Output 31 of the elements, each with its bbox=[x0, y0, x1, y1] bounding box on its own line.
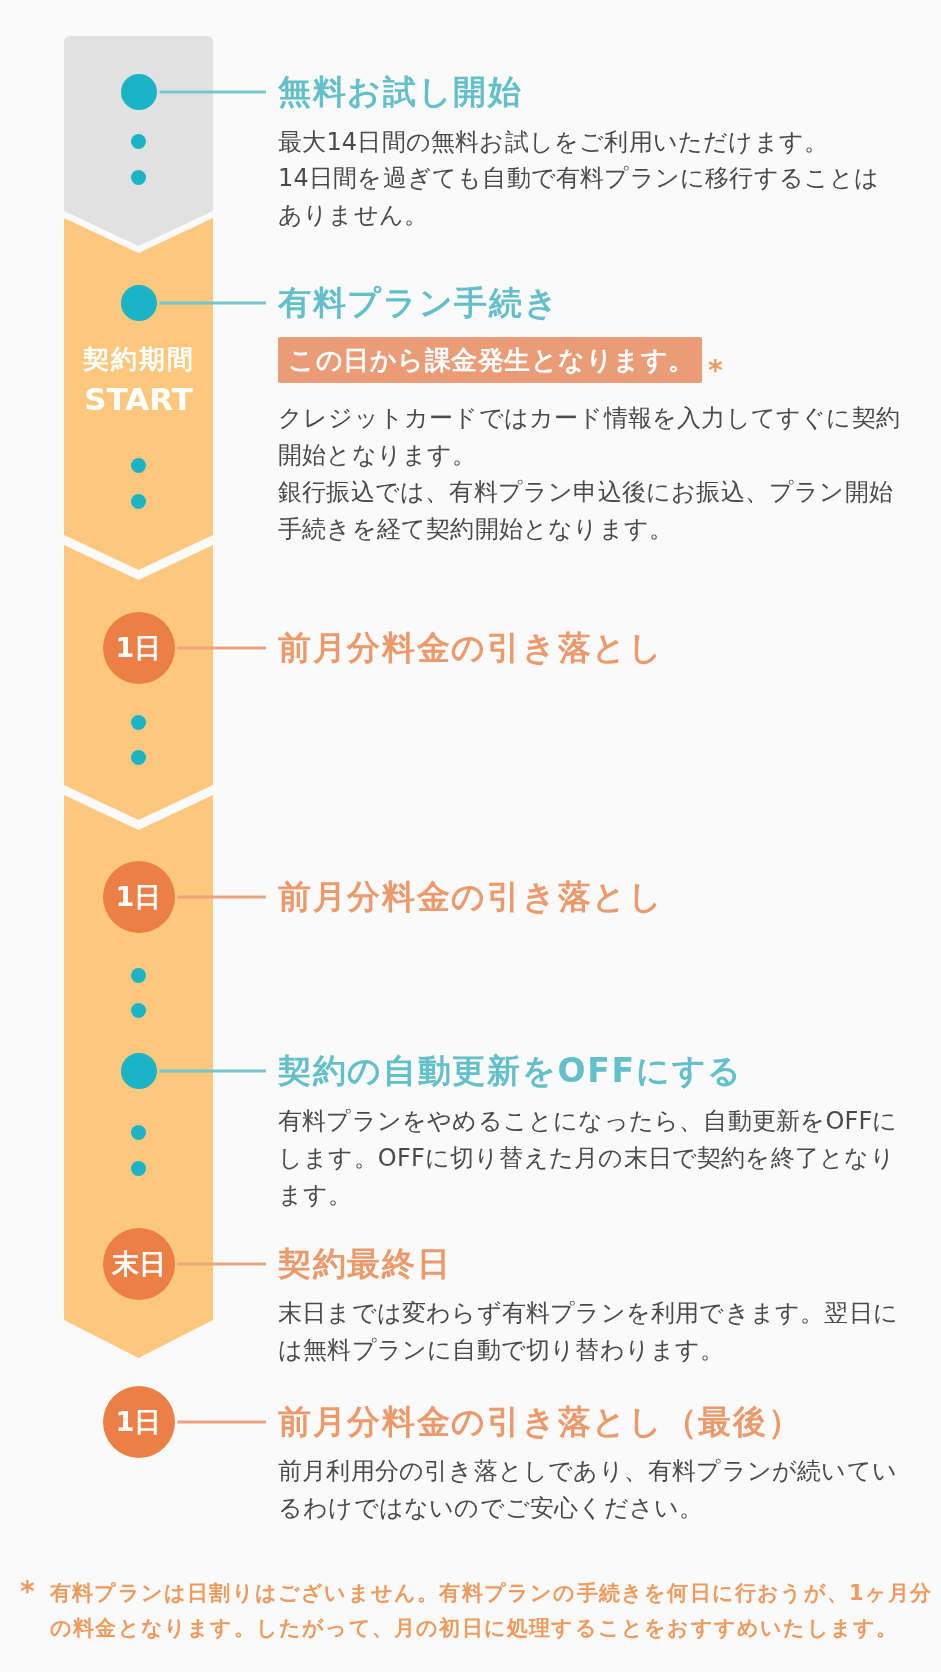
step-heading: 前月分料金の引き落とし bbox=[278, 875, 664, 919]
description-text: 14日間を過ぎても自動で有料プランに移行することはありません。 bbox=[278, 163, 881, 231]
footnote-mark: * bbox=[708, 356, 723, 386]
step-heading: 契約の自動更新をOFFにする bbox=[278, 1049, 743, 1093]
band-label: START bbox=[84, 381, 193, 419]
day-marker: 1日 bbox=[102, 1386, 175, 1458]
notice-banner: この日から課金発生となります。 bbox=[278, 337, 702, 383]
leader-line bbox=[177, 1420, 266, 1424]
leader-line bbox=[177, 895, 266, 899]
step-heading: 前月分料金の引き落とし bbox=[278, 626, 664, 670]
timeline-band bbox=[64, 218, 213, 570]
leader-line bbox=[177, 646, 266, 650]
footnote-text: 有料プランは日割りはございません。有料プランの手続きを何日に行おうが、1ヶ月分の料金となります。したがって、月の初日に処理することをおすすめいたします。 bbox=[50, 1580, 934, 1642]
step-heading: 前月分料金の引き落とし（最後） bbox=[278, 1400, 803, 1444]
timeline-band bbox=[64, 36, 213, 246]
leader-line bbox=[177, 1262, 266, 1266]
step-heading: 契約最終日 bbox=[278, 1242, 452, 1286]
leader-line bbox=[159, 90, 266, 94]
description-text: 末日までは変わらず有料プランを利用できます。翌日には無料プランに自動で切り替わります。 bbox=[278, 1298, 899, 1366]
band-label: 契約期間 bbox=[82, 344, 195, 376]
leader-line bbox=[159, 1069, 266, 1073]
timeline-band bbox=[64, 545, 213, 820]
description-text: 有料プランをやめることになったら、自動更新をOFFにします。OFFに切り替えた月の末日で契約を終了となります。 bbox=[278, 1106, 899, 1211]
description-text: 銀行振込では、有料プラン申込後にお振込、プラン開始手続きを経て契約開始となります。 bbox=[278, 477, 894, 545]
description-text: クレジットカードではカード情報を入力してすぐに契約開始となります。 bbox=[278, 403, 900, 471]
step-heading: 無料お試し開始 bbox=[278, 70, 523, 114]
footnote-mark: * bbox=[20, 1574, 35, 1609]
leader-line bbox=[159, 301, 266, 305]
step-heading: 有料プラン手続き bbox=[278, 281, 560, 325]
description-text: 前月利用分の引き落としであり、有料プランが続いているわけではないのでご安心ください。 bbox=[278, 1456, 898, 1524]
description-text: 最大14日間の無料お試しをご利用いただけます。 bbox=[278, 127, 830, 158]
